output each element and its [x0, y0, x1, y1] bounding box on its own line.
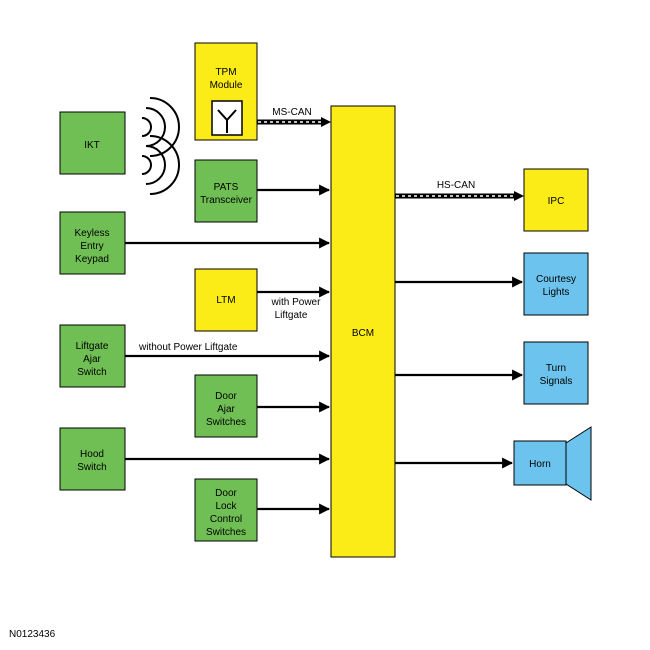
with-power-liftgate-label-1: with Power: [271, 297, 322, 308]
bcm-module: BCM: [330, 105, 396, 558]
ikt-label: IKT: [84, 140, 100, 151]
pats-label-2: Transceiver: [200, 195, 253, 206]
door-ajar-label-1: Door: [215, 391, 237, 402]
tpm-label-1: TPM: [215, 67, 236, 78]
hood-label-1: Hood: [80, 449, 104, 460]
pats-label-1: PATS: [214, 182, 239, 193]
hs-can-label: HS-CAN: [437, 180, 475, 191]
door-lock-label-1: Door: [215, 488, 237, 499]
keyless-label-3: Keypad: [75, 254, 109, 265]
liftgate-ajar-switch: Liftgate Ajar Switch: [59, 324, 126, 388]
rf-waves-icon: [141, 97, 180, 195]
courtesy-lights: Courtesy Lights: [523, 252, 589, 316]
courtesy-label-2: Lights: [543, 287, 570, 298]
horn-label: Horn: [529, 459, 551, 470]
ltm-module: LTM: [194, 268, 258, 332]
ikt-module: IKT: [59, 111, 126, 175]
horn: Horn: [513, 426, 592, 501]
turn-label-2: Signals: [540, 376, 573, 387]
hood-switch: Hood Switch: [59, 427, 126, 491]
pats-transceiver: PATS Transceiver: [194, 159, 258, 223]
ms-can-bus: MS-CAN: [257, 107, 331, 127]
turn-signals: Turn Signals: [523, 341, 589, 405]
door-ajar-label-2: Ajar: [217, 404, 235, 415]
with-power-liftgate-label-2: Liftgate: [275, 310, 308, 321]
without-power-liftgate-label: without Power Liftgate: [138, 342, 238, 353]
door-lock-label-2: Lock: [215, 501, 237, 512]
liftgate-label-2: Ajar: [83, 354, 101, 365]
turn-label-1: Turn: [546, 363, 566, 374]
keyless-label-2: Entry: [80, 241, 103, 252]
antenna-icon: [211, 100, 243, 136]
door-lock-label-4: Switches: [206, 527, 246, 538]
door-ajar-label-3: Switches: [206, 417, 246, 428]
ipc-label: IPC: [548, 196, 565, 207]
hood-label-2: Switch: [77, 462, 106, 473]
ipc-module: IPC: [523, 168, 589, 232]
ms-can-label: MS-CAN: [272, 107, 311, 118]
horn-speaker-icon: [565, 426, 592, 501]
door-ajar-switches: Door Ajar Switches: [194, 374, 258, 438]
ltm-label: LTM: [216, 295, 235, 306]
tpm-label-2: Module: [210, 80, 243, 91]
courtesy-label-1: Courtesy: [536, 274, 576, 285]
hs-can-bus: HS-CAN: [395, 180, 524, 201]
keyless-entry-keypad: Keyless Entry Keypad: [59, 211, 126, 275]
bcm-label: BCM: [352, 328, 374, 339]
liftgate-label-1: Liftgate: [76, 341, 109, 352]
liftgate-label-3: Switch: [77, 367, 106, 378]
door-lock-control-switches: Door Lock Control Switches: [194, 478, 258, 542]
keyless-label-1: Keyless: [74, 228, 109, 239]
door-lock-label-3: Control: [210, 514, 242, 525]
tpm-module: TPM Module: [194, 42, 258, 141]
figure-id: N0123436: [9, 629, 56, 640]
